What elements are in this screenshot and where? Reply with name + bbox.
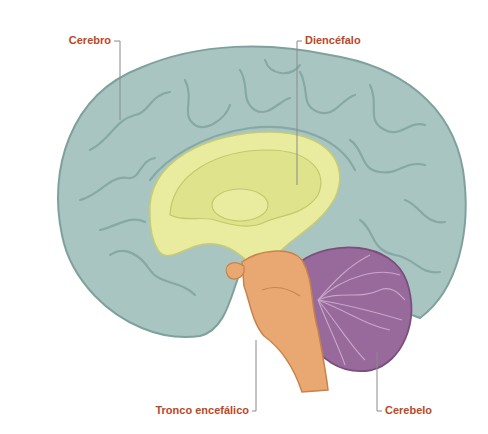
diencephalon-shape bbox=[150, 132, 340, 262]
leader-lines bbox=[114, 41, 382, 411]
pons-line bbox=[262, 288, 300, 296]
pituitary-shape bbox=[226, 263, 244, 279]
part-label: Cerebelo bbox=[385, 404, 432, 417]
part-label: Cerebro bbox=[69, 34, 111, 47]
brainstem-shape bbox=[242, 251, 328, 392]
cerebellum-folia bbox=[318, 255, 405, 365]
part-label: Tronco encefálico bbox=[155, 404, 249, 417]
part-label: Diencéfalo bbox=[305, 34, 361, 47]
diencephalon-inner bbox=[170, 150, 321, 226]
thalamus-shape bbox=[212, 189, 268, 221]
